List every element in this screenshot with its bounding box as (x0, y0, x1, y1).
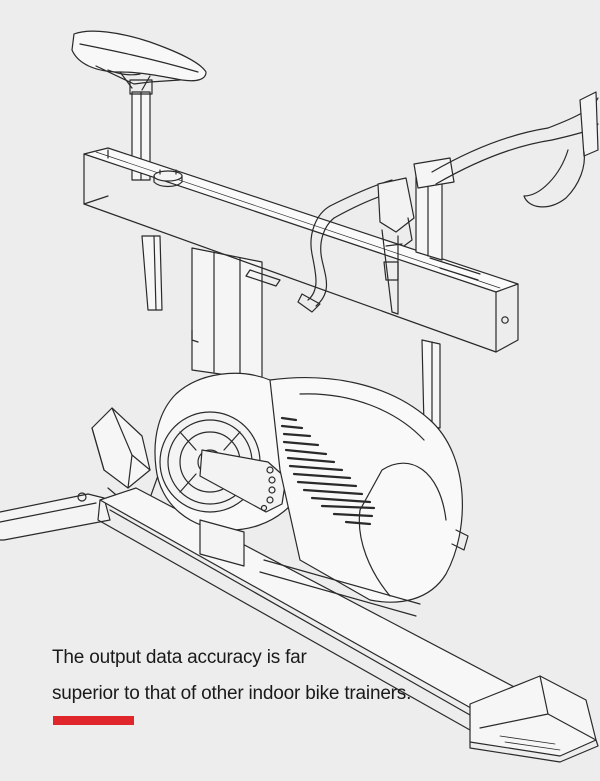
flywheel-cover (270, 378, 468, 603)
brake-lever (378, 178, 414, 314)
front-foot (470, 676, 598, 762)
caption: The output data accuracy is far superior… (52, 640, 592, 712)
rear-foot-block (92, 408, 160, 505)
main-beam (84, 148, 518, 352)
crank-arm (200, 450, 286, 512)
caption-line-2: superior to that of other indoor bike tr… (52, 683, 412, 704)
lower-frame (200, 520, 420, 616)
accent-bar (53, 716, 134, 725)
handlebar-post (416, 168, 442, 428)
seat-post (130, 80, 162, 310)
adjust-knob (154, 170, 182, 187)
rear-left-leg (0, 493, 110, 540)
handlebar (298, 92, 598, 312)
vent-grille (282, 418, 374, 524)
saddle (72, 31, 206, 90)
caption-line-1: The output data accuracy is far (52, 647, 307, 668)
center-mast (192, 248, 262, 380)
